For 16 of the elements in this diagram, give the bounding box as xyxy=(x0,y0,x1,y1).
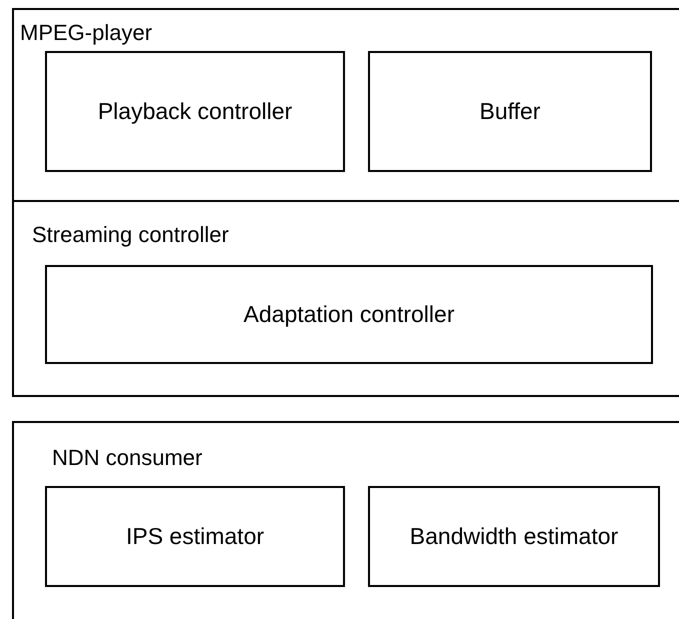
panel-heading: Streaming controller xyxy=(32,222,229,248)
component-label: Buffer xyxy=(480,98,540,125)
component-box xyxy=(368,486,660,587)
component-box xyxy=(45,51,345,172)
component-label: IPS estimator xyxy=(126,523,264,550)
panel-heading: MPEG-player xyxy=(20,20,152,46)
container-panel xyxy=(12,200,679,397)
component-box xyxy=(45,265,653,364)
panel-heading: NDN consumer xyxy=(52,445,202,471)
component-label: Bandwidth estimator xyxy=(410,523,618,550)
component-label: Adaptation controller xyxy=(244,301,454,328)
component-label: Playback controller xyxy=(98,98,292,125)
component-box xyxy=(45,486,345,587)
container-panel xyxy=(12,8,679,202)
component-box xyxy=(368,51,652,172)
container-panel xyxy=(12,421,679,619)
